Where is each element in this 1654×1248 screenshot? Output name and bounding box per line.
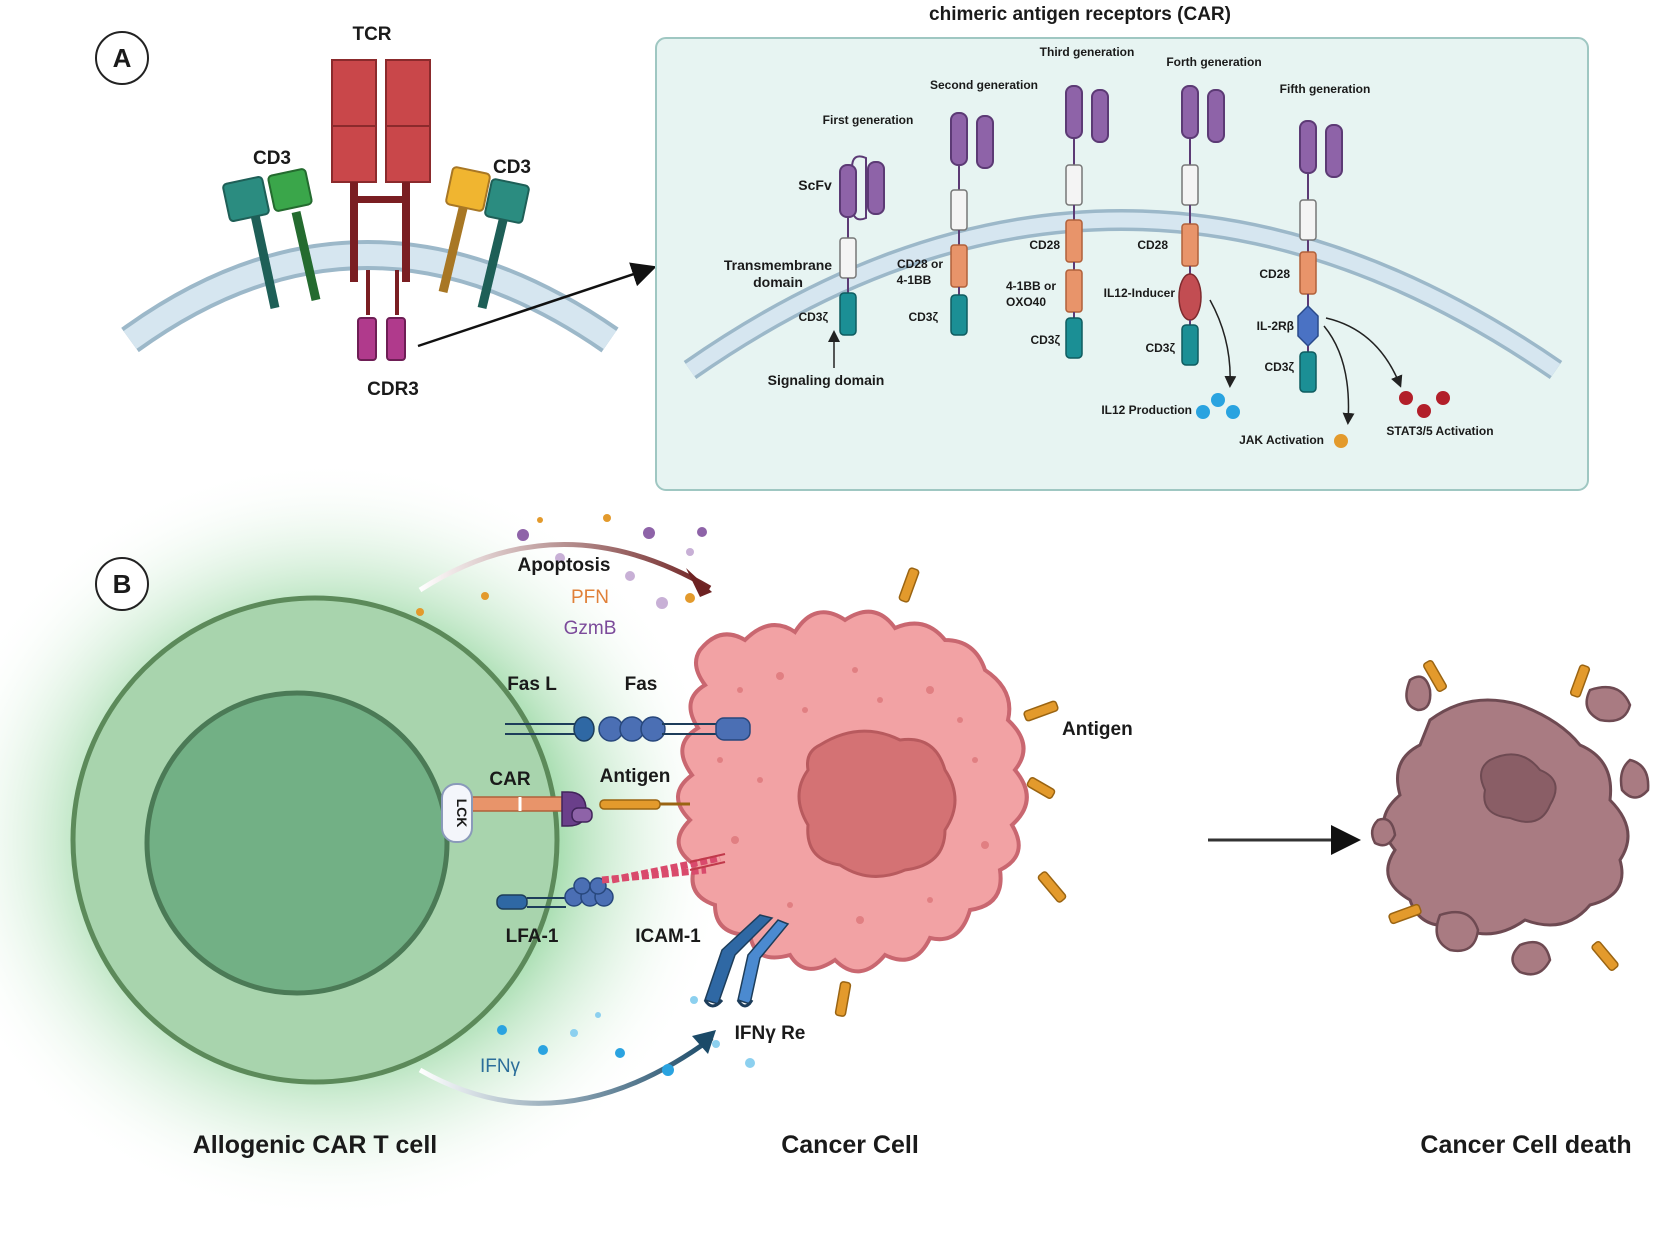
tcr-label: TCR bbox=[352, 24, 391, 45]
ifng-receptor bbox=[703, 914, 790, 1008]
car-t-cell-nucleus bbox=[144, 690, 450, 996]
fifth-cd3z-label: CD3ζ bbox=[1264, 360, 1294, 374]
icam1-label: ICAM-1 bbox=[635, 926, 701, 947]
antigen-outer-label: Antigen bbox=[1062, 719, 1133, 740]
cd3-right bbox=[438, 166, 530, 310]
second-generation-label: Second generation bbox=[930, 78, 1038, 92]
fifth-generation-label: Fifth generation bbox=[1280, 82, 1371, 96]
lck-capsule bbox=[441, 783, 473, 843]
car-t-cell-label: Allogenic CAR T cell bbox=[193, 1131, 437, 1159]
cd3-left bbox=[222, 168, 321, 309]
lck-label: LCK bbox=[454, 799, 470, 828]
scfv-label: ScFv bbox=[798, 177, 832, 193]
gzmb-label: GzmB bbox=[564, 618, 617, 639]
apoptosis-arrow bbox=[418, 542, 712, 593]
third-costim-label-2: OXO40 bbox=[1006, 295, 1046, 309]
apoptosis-arrowhead bbox=[686, 568, 712, 597]
panel-b-letter: B bbox=[113, 569, 132, 599]
signaling-domain-label: Signaling domain bbox=[768, 372, 885, 388]
tcr-receptor bbox=[331, 59, 431, 282]
car-panel bbox=[655, 37, 1589, 491]
ifng-arrow bbox=[418, 1035, 714, 1106]
ifng-re-label: IFNγ Re bbox=[735, 1023, 806, 1044]
first-cd3z-label: CD3ζ bbox=[798, 310, 828, 324]
transmembrane-label-1: Transmembrane bbox=[724, 257, 832, 273]
ifng-arrowhead bbox=[692, 1030, 716, 1054]
fourth-generation-label: Forth generation bbox=[1166, 55, 1261, 69]
dead-cancer-cell bbox=[1370, 659, 1650, 976]
jak-activation-label: JAK Activation bbox=[1239, 433, 1324, 447]
first-generation-label: First generation bbox=[823, 113, 914, 127]
fifth-cd28-label: CD28 bbox=[1259, 267, 1290, 281]
panel-a-letter: A bbox=[113, 43, 132, 73]
car-membrane bbox=[685, 212, 1561, 377]
cancer-cell-nucleus bbox=[797, 729, 957, 878]
second-costim-label-2: 4-1BB bbox=[897, 273, 932, 287]
tcr-to-car-arrow bbox=[417, 262, 657, 348]
lfa1-label: LFA-1 bbox=[506, 926, 559, 947]
fourth-cd28-label: CD28 bbox=[1137, 238, 1168, 252]
il2rb-label: IL-2Rβ bbox=[1257, 319, 1294, 333]
third-costim-label-1: 4-1BB or bbox=[1006, 279, 1056, 293]
car-label: CAR bbox=[489, 769, 530, 790]
granules bbox=[416, 514, 707, 616]
stat-activation-label: STAT3/5 Activation bbox=[1386, 424, 1493, 438]
third-cd28-label: CD28 bbox=[1029, 238, 1060, 252]
car-second-generation bbox=[950, 112, 994, 336]
transmembrane-label-2: domain bbox=[753, 274, 803, 290]
ifng-molecules bbox=[497, 996, 755, 1076]
car-antigen-pair bbox=[463, 791, 690, 827]
fas-label: Fas bbox=[625, 674, 658, 695]
pfn-label: PFN bbox=[571, 587, 609, 608]
cd3-right-label: CD3 bbox=[493, 157, 531, 178]
cancer-antigens bbox=[834, 567, 1067, 1017]
ifng-label: IFNγ bbox=[480, 1056, 521, 1077]
panel-b-badge bbox=[95, 557, 149, 611]
second-costim-label-1: CD28 or bbox=[897, 257, 943, 271]
fasl-label: Fas L bbox=[507, 674, 557, 695]
cd3-left-label: CD3 bbox=[253, 148, 291, 169]
cancer-cell-death-label: Cancer Cell death bbox=[1420, 1131, 1631, 1159]
lfa1-icam1-pair bbox=[496, 853, 726, 910]
fasl-fas-pair bbox=[505, 716, 751, 742]
third-generation-label: Third generation bbox=[1040, 45, 1135, 59]
panel-b: B Antigen Ap bbox=[0, 460, 1650, 1220]
third-cd3z-label: CD3ζ bbox=[1030, 333, 1060, 347]
car-fifth-generation bbox=[1297, 120, 1450, 448]
second-cd3z-label: CD3ζ bbox=[908, 310, 938, 324]
fourth-cd3z-label: CD3ζ bbox=[1145, 341, 1175, 355]
car-third-generation bbox=[1065, 85, 1109, 359]
car-fourth-generation bbox=[1178, 85, 1240, 419]
apoptosis-label: Apoptosis bbox=[518, 555, 611, 576]
il12-inducer-label: IL12-Inducer bbox=[1104, 286, 1176, 300]
il12-production-label: IL12 Production bbox=[1101, 403, 1192, 417]
panel-a: A TCR CDR3 CD3 bbox=[95, 4, 1589, 491]
tcell-membrane bbox=[123, 244, 617, 350]
antigen-inner-label: Antigen bbox=[600, 766, 671, 787]
cdr3-domains bbox=[357, 270, 406, 361]
panel-a-badge bbox=[95, 31, 149, 85]
car-panel-title: chimeric antigen receptors (CAR) bbox=[929, 4, 1231, 25]
car-first-generation bbox=[828, 155, 885, 368]
cancer-cell-speckles bbox=[717, 667, 989, 924]
cdr3-label: CDR3 bbox=[367, 379, 419, 400]
cancer-cell-label: Cancer Cell bbox=[781, 1131, 919, 1159]
